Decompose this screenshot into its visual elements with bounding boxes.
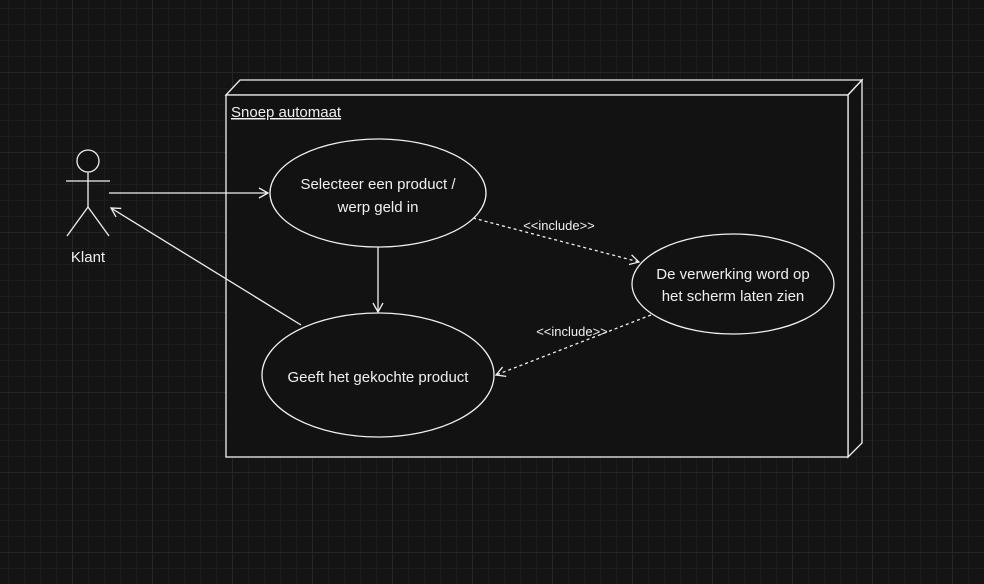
include-select-to-process[interactable]: [472, 217, 641, 266]
usecase-select-label-line2: werp geld in: [337, 199, 419, 216]
usecase-deliver-ellipse: [261, 312, 495, 438]
include-label-2: <<include>>: [536, 324, 608, 339]
usecase-show-processing[interactable]: De verwerking word op het scherm laten z…: [631, 233, 835, 335]
actor-head: [76, 149, 100, 173]
usecase-process-label-line1: De verwerking word op: [656, 266, 809, 283]
system-boundary-side-face: [847, 78, 863, 459]
usecase-select-product[interactable]: Selecteer een product / werp geld in: [269, 138, 487, 248]
actor-left-leg: [66, 206, 89, 237]
system-boundary-top-face: [224, 79, 864, 96]
include-process-to-deliver[interactable]: [494, 314, 652, 378]
actor-label: Klant: [71, 249, 106, 266]
usecase-select-label-line1: Selecteer een product /: [300, 176, 456, 193]
usecase-process-label-line2: het scherm laten zien: [662, 288, 805, 305]
include-label-1: <<include>>: [523, 218, 595, 233]
usecase-process-ellipse: [631, 233, 835, 335]
usecase-deliver-label: Geeft het gekochte product: [288, 369, 470, 386]
system-title: Snoep automaat: [231, 104, 342, 121]
actor-right-leg: [87, 206, 110, 237]
association-deliver-to-actor[interactable]: [109, 207, 302, 326]
usecase-select-ellipse: [269, 138, 487, 248]
usecase-deliver-product[interactable]: Geeft het gekochte product: [261, 312, 495, 438]
actor-klant[interactable]: Klant: [66, 149, 110, 266]
